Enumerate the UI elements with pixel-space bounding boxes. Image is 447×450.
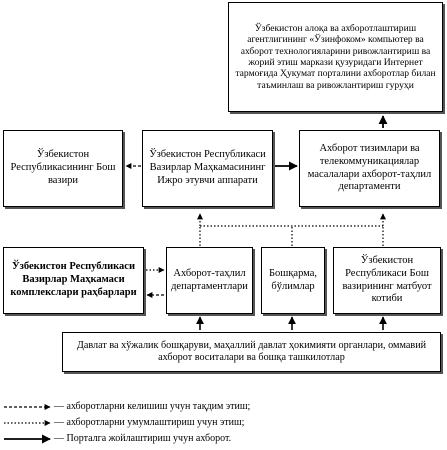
organizations-text: Давлат ва хўжалик бошқаруви, маҳаллий да…: [76, 339, 427, 363]
legend-dashed-label: — ахборотларни келишиш учун тақдим этиш;: [54, 401, 251, 412]
legend-dotted-label: — ахборотларни умумлаштириш учун этиш;: [54, 417, 245, 428]
organizations-box: Давлат ва хўжалик бошқаруви, маҳаллий да…: [62, 332, 441, 372]
it-department-box: Ахборот тизимлари ва телекоммуникациялар…: [299, 130, 440, 207]
cabinet-apparatus-box: Ўзбекистон Республикаси Вазирлар Маҳкама…: [142, 130, 273, 207]
press-office-box: Ўзбекистон Республикаси Бош вазирининг м…: [333, 247, 441, 314]
analysis-departments-text: Ахборот-таҳлил департаментлари: [171, 267, 248, 292]
directorates-text: Бошқарма, бўлимлар: [268, 267, 318, 292]
complex-leaders-text: Ўзбекистон Республикаси Вазирлар Маҳкама…: [10, 261, 137, 298]
directorates-box: Бошқарма, бўлимлар: [261, 247, 325, 314]
cabinet-apparatus-text: Ўзбекистон Республикаси Вазирлар Маҳкама…: [149, 149, 266, 186]
legend-solid-label: — Порталга жойлаштириш учун ахборот.: [54, 433, 232, 444]
it-department-text: Ахборот тизимлари ва телекоммуникациялар…: [307, 142, 432, 193]
prime-minister-box: Ўзбекистон Республикасининг Бош вазири: [3, 130, 123, 207]
complex-leaders-box: Ўзбекистон Республикаси Вазирлар Маҳкама…: [3, 247, 144, 314]
prime-minister-text: Ўзбекистон Республикасининг Бош вазири: [10, 149, 116, 186]
agency-group-text: Ўзбекистон алоқа ва ахборотлаштириш аген…: [235, 23, 436, 91]
analysis-departments-box: Ахборот-таҳлил департаментлари: [166, 247, 253, 314]
press-office-text: Ўзбекистон Республикаси Бош вазирининг м…: [342, 254, 432, 305]
agency-group-box: Ўзбекистон алоқа ва ахборотлаштириш аген…: [228, 2, 443, 112]
